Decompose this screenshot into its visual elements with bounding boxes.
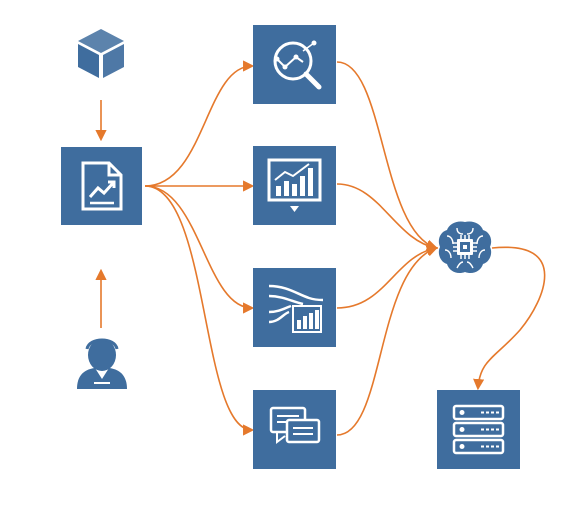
edge-chat-to-ai [336,245,439,436]
magnify-analytics-icon [273,40,322,90]
server-icon [452,404,505,455]
edge-ai-to-server [473,246,546,391]
cube-node [78,29,124,78]
edge-report-to-flow [144,185,255,314]
document-chart-icon [81,161,123,211]
edge-report-to-chat [144,185,255,436]
report-node [61,147,142,225]
user-icon [77,338,127,389]
chat-bubbles-icon [269,406,321,444]
flow-bars-icon [268,284,324,333]
server-node [437,390,520,469]
analysis-node [253,25,336,104]
edge-analysis-to-ai [336,61,439,251]
edge-report-to-analysis [144,60,255,187]
flow-node [253,268,336,347]
brain-chip-icon [438,221,492,274]
chat-node [253,390,336,469]
user-node [77,338,127,389]
edges [95,60,546,436]
edge-flow-to-ai [336,244,439,309]
edge-dashboard-to-ai [336,183,439,252]
ai-node [438,221,492,274]
dashboard-node [253,146,336,225]
presentation-chart-icon [267,158,322,212]
cube-icon [78,29,124,78]
